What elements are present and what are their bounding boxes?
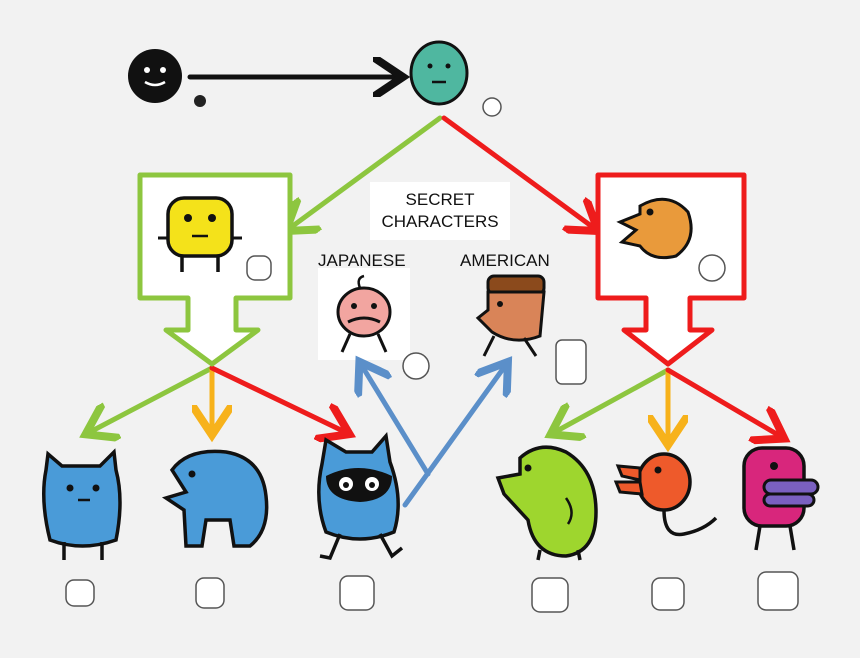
arrow-right-to-magenta xyxy=(665,367,780,436)
arrows xyxy=(90,77,780,508)
adult-blue-masked-character xyxy=(317,432,404,611)
arrow-left-to-masked xyxy=(209,365,345,432)
american-secret-character xyxy=(475,274,587,385)
arrow-masked-to-japanese xyxy=(362,366,431,477)
arrow-right-to-lime xyxy=(555,367,671,432)
egg-black-character xyxy=(128,49,206,107)
secret-label-line1: SECRET xyxy=(405,190,475,209)
arrow-masked-to-american xyxy=(402,366,505,508)
adult-blue-dino-character xyxy=(161,449,269,609)
secret-label-line2: CHARACTERS xyxy=(381,212,499,231)
adult-lime-character xyxy=(495,445,598,613)
secret-characters-label: SECRET CHARACTERS xyxy=(370,182,510,240)
baby-teal-character xyxy=(409,40,502,117)
arrow-baby-to-orange xyxy=(441,115,594,228)
adult-magenta-character xyxy=(742,446,820,611)
child-yellow-character xyxy=(158,196,272,281)
arrow-left-to-blue-cat xyxy=(90,365,215,432)
arrow-baby-to-yellow xyxy=(290,115,443,228)
adult-red-orange-character xyxy=(613,452,718,611)
japanese-label: JAPANESE xyxy=(318,251,406,270)
adult-blue-cat-character xyxy=(42,448,122,607)
japanese-secret-character xyxy=(336,274,430,380)
american-label: AMERICAN xyxy=(460,251,550,270)
child-orange-character xyxy=(616,197,726,282)
